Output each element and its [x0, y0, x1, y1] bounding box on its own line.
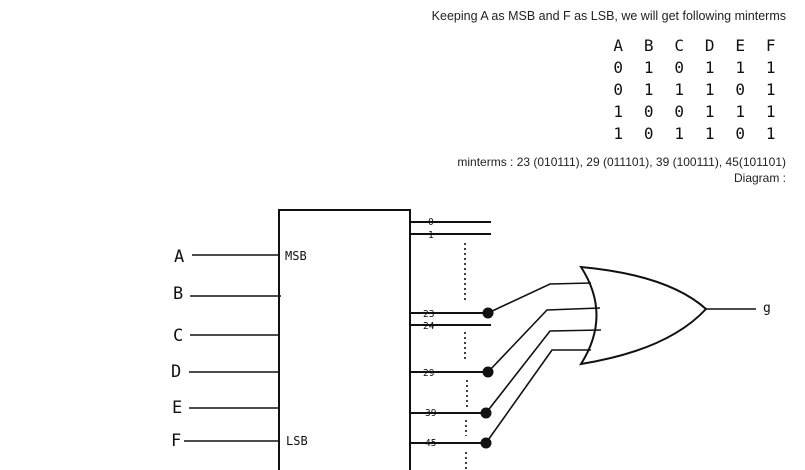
table-cell: 1 [704, 123, 715, 143]
truth-table-header-row: A B C D E F [603, 34, 786, 56]
input-label-d: D [171, 362, 181, 382]
decoder-output-label-29: 29 [423, 368, 435, 379]
or-input-wire-29 [487, 307, 601, 373]
header-cell-e: E [735, 35, 746, 55]
table-cell: 1 [765, 123, 776, 143]
input-label-f: F [171, 431, 181, 451]
table-cell: 0 [643, 101, 654, 121]
decoder-output-label-23: 23 [423, 309, 434, 320]
table-cell: 1 [613, 123, 624, 143]
truth-table-row: 1 0 1 1 0 1 [603, 122, 786, 144]
table-cell: 0 [643, 123, 654, 143]
table-cell: 0 [735, 79, 746, 99]
truth-table-row: 0 1 1 1 0 1 [603, 78, 786, 100]
truth-table-row: 0 1 0 1 1 1 [603, 56, 786, 78]
table-cell: 1 [765, 101, 776, 121]
header-cell-f: F [765, 35, 776, 55]
table-cell: 1 [704, 79, 715, 99]
truth-table: A B C D E F 0 1 0 1 1 1 0 1 1 1 0 1 1 0 … [603, 34, 786, 144]
decoder-output-label-24: 24 [423, 321, 435, 332]
or-gate [578, 265, 708, 366]
table-cell: 1 [674, 79, 685, 99]
table-cell: 1 [613, 101, 624, 121]
header-cell-d: D [704, 35, 715, 55]
table-cell: 1 [643, 79, 654, 99]
minterms-text: minterms : 23 (010111), 29 (011101), 39 … [457, 155, 786, 169]
diagram-label: Diagram : [733, 171, 786, 185]
table-cell: 1 [765, 79, 776, 99]
table-cell: 0 [613, 57, 624, 77]
truth-table-row: 1 0 0 1 1 1 [603, 100, 786, 122]
lsb-label: LSB [286, 434, 308, 448]
or-input-wire-45 [485, 349, 591, 444]
gate-output-label: g [763, 301, 771, 316]
header-cell-c: C [674, 35, 685, 55]
or-input-wire-39 [485, 329, 602, 414]
table-cell: 0 [674, 101, 685, 121]
input-label-e: E [172, 398, 182, 418]
header-cell-b: B [643, 35, 654, 55]
intro-text: Keeping A as MSB and F as LSB, we will g… [431, 9, 786, 23]
table-cell: 0 [613, 79, 624, 99]
header-cell-a: A [613, 35, 624, 55]
msb-label: MSB [285, 249, 307, 263]
decoder-output-label-1: 1 [428, 230, 434, 241]
table-cell: 1 [704, 101, 715, 121]
decoder-block [278, 209, 411, 470]
input-label-a: A [174, 247, 184, 267]
input-label-c: C [173, 326, 183, 346]
table-cell: 1 [674, 123, 685, 143]
input-label-b: B [173, 284, 183, 304]
table-cell: 1 [643, 57, 654, 77]
table-cell: 1 [765, 57, 776, 77]
table-cell: 1 [735, 57, 746, 77]
table-cell: 0 [674, 57, 685, 77]
table-cell: 0 [735, 123, 746, 143]
or-input-wire-23 [487, 282, 592, 314]
table-cell: 1 [704, 57, 715, 77]
table-cell: 1 [735, 101, 746, 121]
